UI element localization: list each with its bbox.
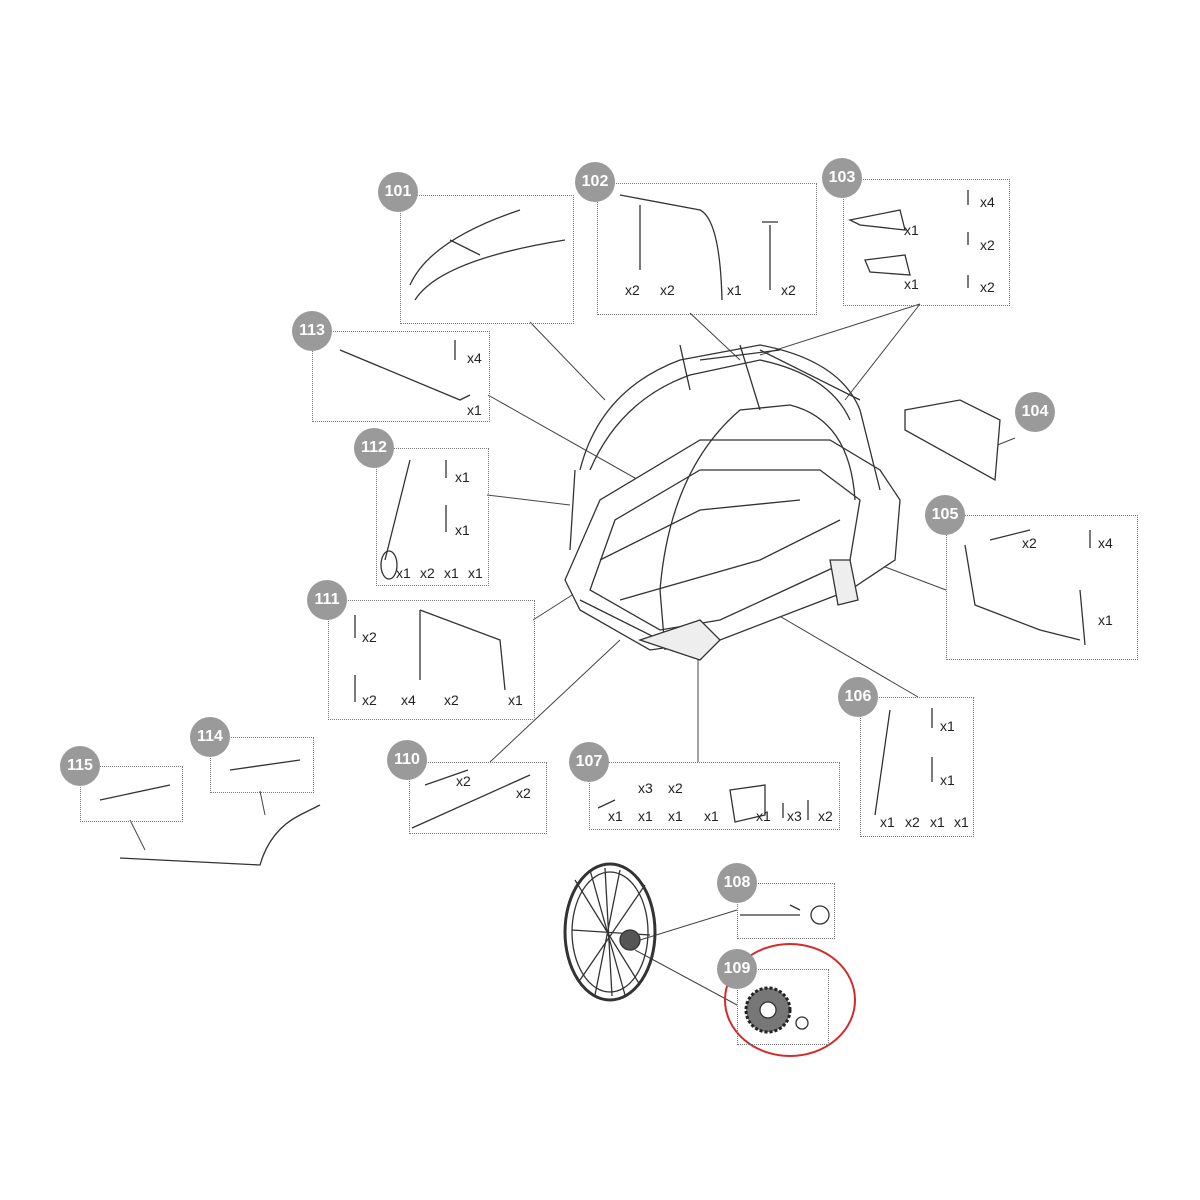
quantity-label: x1 — [638, 808, 653, 824]
quantity-label: x1 — [455, 522, 470, 538]
part-number-badge: 109 — [717, 949, 757, 989]
quantity-label: x1 — [727, 282, 742, 298]
quantity-label: x2 — [668, 780, 683, 796]
quantity-label: x1 — [455, 469, 470, 485]
quantity-label: x1 — [940, 772, 955, 788]
part-sketches — [99, 190, 1091, 1002]
part-number-badge: 113 — [292, 311, 332, 351]
part-box-106 — [860, 697, 974, 837]
quantity-label: x1 — [940, 718, 955, 734]
part-number-badge: 111 — [307, 580, 347, 620]
quantity-label: x2 — [625, 282, 640, 298]
quantity-label: x2 — [818, 808, 833, 824]
quantity-label: x2 — [1022, 535, 1037, 551]
quantity-label: x3 — [787, 808, 802, 824]
quantity-label: x1 — [468, 565, 483, 581]
part-box-109 — [737, 969, 829, 1045]
quantity-label: x4 — [401, 692, 416, 708]
quantity-label: x2 — [781, 282, 796, 298]
part-box-111 — [328, 600, 535, 720]
part-box-112 — [376, 448, 489, 586]
part-box-113 — [312, 331, 490, 422]
part-number-badge: 103 — [822, 158, 862, 198]
quantity-label: x1 — [904, 276, 919, 292]
part-number-badge: 107 — [569, 742, 609, 782]
quantity-label: x1 — [904, 222, 919, 238]
quantity-label: x2 — [456, 773, 471, 789]
part-box-101 — [400, 195, 574, 324]
quantity-label: x4 — [1098, 535, 1113, 551]
part-number-badge: 108 — [717, 863, 757, 903]
part-box-115 — [80, 766, 183, 822]
quantity-label: x2 — [980, 279, 995, 295]
quantity-label: x2 — [660, 282, 675, 298]
quantity-label: x2 — [362, 629, 377, 645]
part-box-103 — [843, 179, 1010, 306]
quantity-label: x3 — [638, 780, 653, 796]
cassette-sprocket-109 — [744, 986, 809, 1034]
part-number-badge: 102 — [575, 162, 615, 202]
quantity-label: x1 — [756, 808, 771, 824]
part-number-badge: 104 — [1015, 392, 1055, 432]
quantity-label: x4 — [980, 194, 995, 210]
quantity-label: x1 — [954, 814, 969, 830]
part-box-108 — [737, 883, 835, 939]
quantity-label: x1 — [930, 814, 945, 830]
part-number-badge: 106 — [838, 677, 878, 717]
quantity-label: x1 — [704, 808, 719, 824]
quantity-label: x1 — [880, 814, 895, 830]
quantity-label: x1 — [1098, 612, 1113, 628]
quantity-label: x1 — [608, 808, 623, 824]
quantity-label: x1 — [396, 565, 411, 581]
quantity-label: x2 — [516, 785, 531, 801]
quantity-label: x1 — [444, 565, 459, 581]
quantity-label: x2 — [362, 692, 377, 708]
part-box-105 — [946, 515, 1138, 660]
part-number-badge: 101 — [378, 172, 418, 212]
quantity-label: x2 — [905, 814, 920, 830]
quantity-label: x4 — [467, 350, 482, 366]
part-box-107 — [589, 762, 840, 830]
part-box-102 — [597, 183, 817, 315]
part-number-badge: 110 — [387, 740, 427, 780]
highlight-circle — [724, 943, 856, 1057]
leader-lines — [129, 303, 1016, 1006]
quantity-label: x1 — [467, 402, 482, 418]
quantity-label: x1 — [508, 692, 523, 708]
part-number-badge: 115 — [60, 746, 100, 786]
quantity-label: x2 — [420, 565, 435, 581]
trailer-frame-illustration — [564, 344, 1001, 661]
quantity-label: x1 — [668, 808, 683, 824]
part-box-110 — [409, 762, 547, 834]
quantity-label: x2 — [444, 692, 459, 708]
part-box-114 — [210, 737, 314, 793]
part-number-badge: 105 — [925, 495, 965, 535]
part-number-badge: 112 — [354, 428, 394, 468]
quantity-label: x2 — [980, 237, 995, 253]
part-number-badge: 114 — [190, 717, 230, 757]
